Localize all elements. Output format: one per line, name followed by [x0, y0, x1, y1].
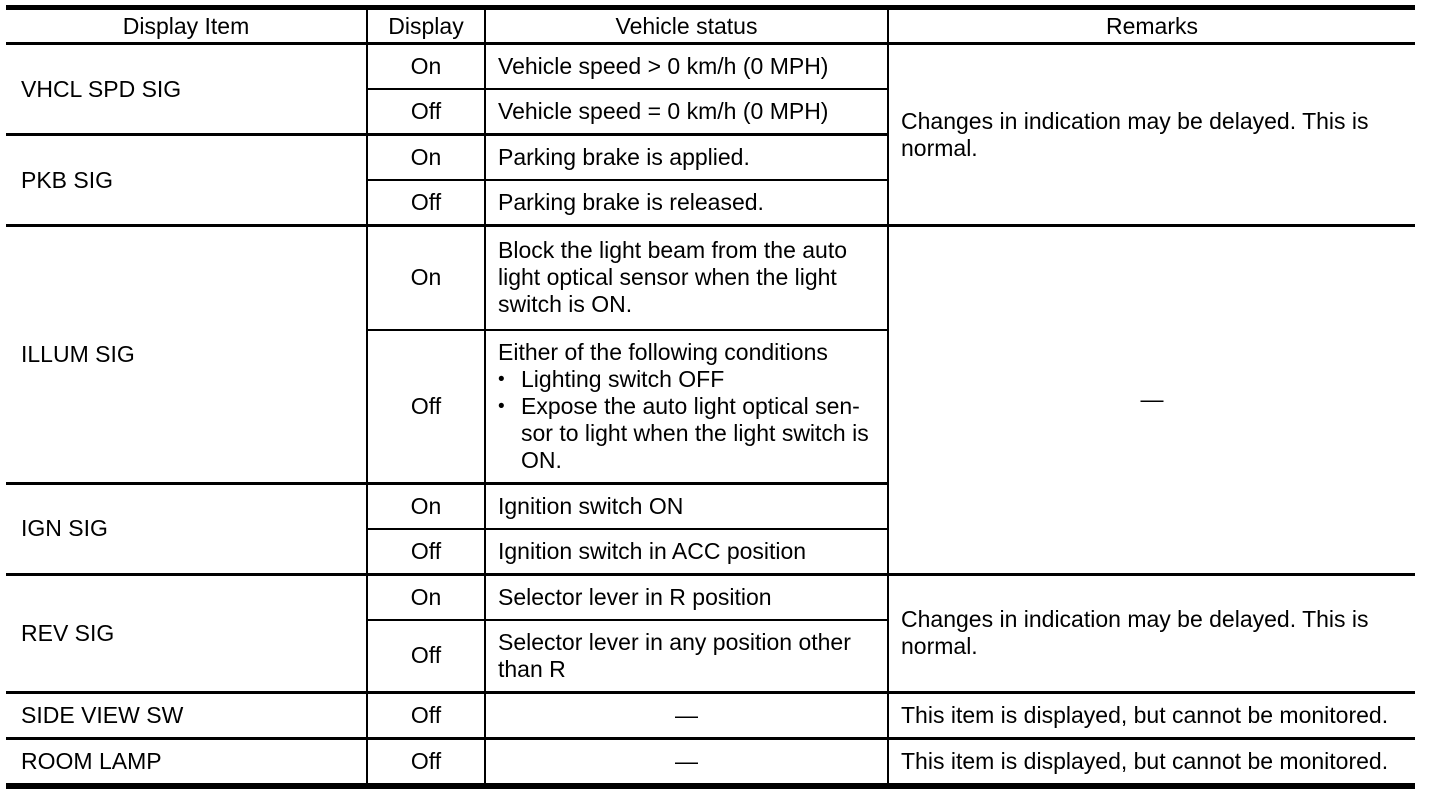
status-cell: Selector lever in any position other tha… [484, 619, 888, 694]
list-item: • Expose the auto light optical sen­sor … [498, 393, 877, 474]
status-cell: Vehicle speed = 0 km/h (0 MPH) [484, 89, 888, 136]
status-cell: Vehicle speed > 0 km/h (0 MPH) [484, 43, 888, 90]
display-cell: On [366, 574, 485, 621]
table-row: REV SIG On Selector lever in R position … [6, 574, 1415, 694]
table-row: SIDE VIEW SW Off — This item is displaye… [6, 692, 1415, 740]
status-intro: Either of the following conditions [498, 338, 828, 365]
table-row: PKB SIG On Parking brake is applied. [6, 134, 1415, 227]
display-cell: Off [366, 619, 485, 694]
bullet-text: Lighting switch OFF [521, 365, 725, 392]
data-monitor-table: Display Item Display Vehicle status Rema… [6, 5, 1415, 789]
item-cell-illum-sig: ILLUM SIG [6, 225, 367, 485]
status-cell: Parking brake is released. [484, 180, 888, 227]
table-row: ROOM LAMP Off — This item is displayed, … [6, 738, 1415, 786]
display-cell: On [366, 134, 485, 181]
status-cell: Either of the following conditions • Lig… [484, 329, 888, 485]
item-cell-ign-sig: IGN SIG [6, 483, 367, 576]
display-cell: Off [366, 180, 485, 227]
display-cell: Off [366, 89, 485, 136]
table-row: VHCL SPD SIG On Vehicle speed > 0 km/h (… [6, 43, 1415, 227]
status-cell: Parking brake is applied. [484, 134, 888, 181]
item-cell-vhcl-spd-sig: VHCL SPD SIG [6, 43, 367, 136]
display-cell: Off [366, 692, 485, 740]
table-row: IGN SIG On Ignition switch ON [6, 483, 1415, 576]
status-cell: — [484, 692, 888, 740]
status-cell: Block the light beam from the auto light… [484, 225, 888, 331]
table-row: ILLUM SIG On Block the light beam from t… [6, 225, 1415, 576]
display-cell: On [366, 483, 485, 530]
table-row: Off Parking brake is released. [6, 180, 1415, 227]
status-cell: Ignition switch in ACC position [484, 528, 888, 576]
table-row: Off Ignition switch in ACC position [6, 528, 1415, 576]
item-cell-pkb-sig: PKB SIG [6, 134, 367, 227]
remarks-cell-illum-ign: — [887, 225, 1415, 576]
status-cell: Selector lever in R position [484, 574, 888, 621]
display-cell: Off [366, 528, 485, 576]
remarks-cell-vhcl-pkb: Changes in indication may be delayed. Th… [887, 43, 1415, 227]
remarks-cell-side-view-sw: This item is displayed, but cannot be mo… [887, 692, 1415, 740]
bullet-icon: • [498, 395, 505, 417]
display-cell: Off [366, 329, 485, 485]
header-cell-vehicle-status: Vehicle status [484, 7, 888, 45]
table-row: Off Selector lever in any position other… [6, 619, 1415, 694]
list-item: • Lighting switch OFF [498, 366, 877, 393]
status-cell: Ignition switch ON [484, 483, 888, 530]
header-cell-display-item: Display Item [6, 7, 367, 45]
header-cell-remarks: Remarks [887, 7, 1415, 45]
bullet-icon: • [498, 368, 505, 390]
remarks-cell-rev: Changes in indication may be delayed. Th… [887, 574, 1415, 694]
display-cell: Off [366, 738, 485, 786]
bullet-text: Expose the auto light optical sen­sor to… [521, 392, 869, 473]
item-cell-room-lamp: ROOM LAMP [21, 747, 162, 774]
header-row: Display Item Display Vehicle status Rema… [6, 7, 1415, 45]
display-cell: On [366, 43, 485, 90]
display-cell: On [366, 225, 485, 331]
status-cell: — [484, 738, 888, 786]
item-cell-side-view-sw: SIDE VIEW SW [6, 692, 367, 740]
item-cell-rev-sig: REV SIG [6, 574, 367, 694]
table-row: Off Either of the following conditions •… [6, 329, 1415, 485]
header-cell-display: Display [366, 7, 485, 45]
remarks-cell-room-lamp: This item is displayed, but cannot be mo… [887, 738, 1415, 786]
table-row: Off Vehicle speed = 0 km/h (0 MPH) [6, 89, 1415, 136]
